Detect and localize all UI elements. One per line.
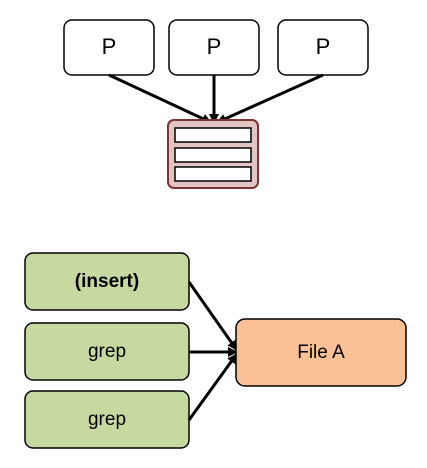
process-label: grep: [88, 341, 126, 362]
producer-label: P: [102, 34, 117, 59]
process-label: grep: [88, 409, 126, 430]
process-box: (insert): [24, 252, 190, 311]
queue-slot: [174, 166, 252, 182]
producer-box: P: [168, 19, 260, 76]
producer-arrow: [108, 73, 212, 124]
queue-slot: [174, 127, 252, 143]
file-label: File A: [297, 342, 345, 363]
producer-label: P: [207, 34, 222, 59]
process-label: (insert): [75, 271, 139, 292]
queue-buffer: [167, 119, 259, 189]
process-arrow: [187, 281, 238, 351]
process-arrow: [187, 353, 238, 421]
process-box: grep: [24, 390, 190, 449]
producer-label: P: [316, 34, 331, 59]
process-box: grep: [24, 322, 190, 381]
producer-box: P: [63, 19, 155, 76]
producer-box: P: [277, 19, 369, 76]
file-box: File A: [235, 318, 407, 387]
producer-arrow: [216, 73, 324, 124]
queue-slot: [174, 147, 252, 163]
